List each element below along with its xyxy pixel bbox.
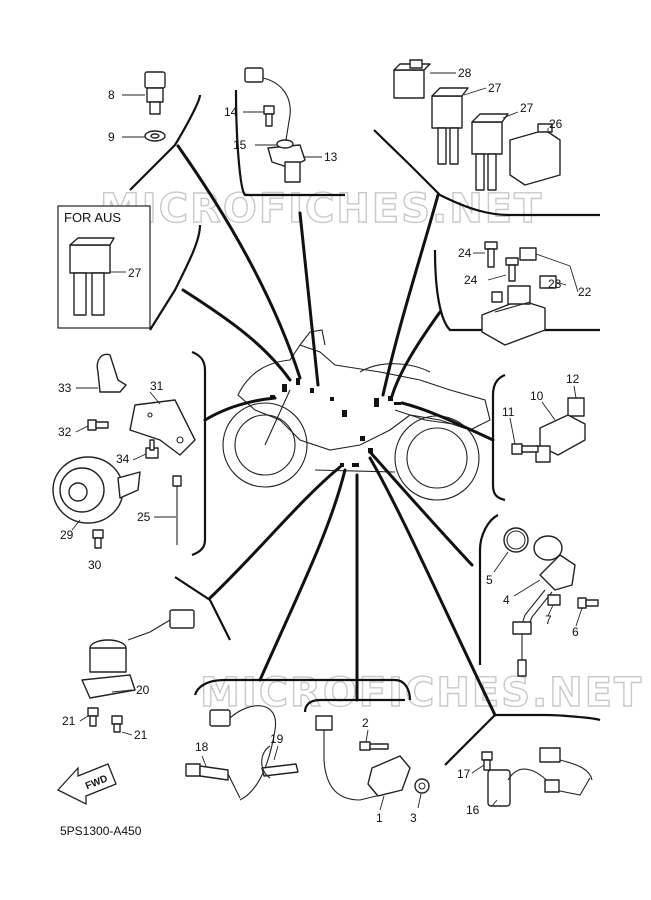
callout-lines bbox=[176, 144, 497, 717]
diagram-code: 5PS1300-A450 bbox=[60, 824, 142, 838]
label-28: 28 bbox=[458, 66, 472, 80]
label-24-b: 24 bbox=[464, 273, 478, 287]
label-26: 26 bbox=[549, 117, 563, 131]
part-25-tie bbox=[154, 475, 182, 545]
part-6-bolt bbox=[575, 597, 599, 627]
label-21-a: 21 bbox=[62, 714, 76, 728]
label-6: 6 bbox=[572, 625, 579, 639]
part-19-tie bbox=[261, 745, 299, 779]
label-18: 18 bbox=[195, 740, 209, 754]
part-2-bolt bbox=[359, 729, 389, 751]
watermark-top: MICROFICHES.NET bbox=[100, 186, 543, 232]
label-27-b: 27 bbox=[520, 101, 534, 115]
part-5-oring bbox=[493, 527, 529, 573]
vehicle-outline bbox=[222, 329, 491, 501]
label-23: 23 bbox=[548, 277, 562, 291]
label-9: 9 bbox=[108, 130, 115, 144]
label-8: 8 bbox=[108, 88, 115, 102]
label-3: 3 bbox=[410, 811, 417, 825]
label-2: 2 bbox=[362, 716, 369, 730]
label-27-a: 27 bbox=[488, 81, 502, 95]
part-23-caps bbox=[519, 247, 571, 289]
part-13-sensor bbox=[244, 67, 322, 183]
label-27-c: 27 bbox=[128, 266, 142, 280]
label-32: 32 bbox=[58, 425, 72, 439]
part-8-switch bbox=[122, 71, 166, 115]
part-10-sensor bbox=[535, 401, 586, 463]
label-33: 33 bbox=[58, 381, 72, 395]
part-14-bolt bbox=[243, 105, 275, 127]
label-5: 5 bbox=[486, 573, 493, 587]
part-28-relay bbox=[393, 59, 456, 99]
label-25: 25 bbox=[137, 510, 151, 524]
part-1-sensor bbox=[315, 715, 411, 811]
label-10: 10 bbox=[530, 389, 544, 403]
label-29: 29 bbox=[60, 528, 74, 542]
part-9-washer bbox=[122, 130, 166, 142]
label-14: 14 bbox=[224, 105, 238, 119]
part-26-relay bbox=[509, 123, 561, 186]
label-34: 34 bbox=[116, 452, 130, 466]
part-22-starter-relay bbox=[481, 265, 579, 346]
part-11-screw bbox=[509, 417, 539, 455]
label-7: 7 bbox=[545, 613, 552, 627]
label-24-a: 24 bbox=[458, 246, 472, 260]
label-17: 17 bbox=[457, 767, 471, 781]
part-16-sensor bbox=[487, 747, 593, 807]
label-12: 12 bbox=[566, 372, 580, 386]
label-31: 31 bbox=[150, 379, 164, 393]
label-13: 13 bbox=[324, 150, 338, 164]
label-1: 1 bbox=[376, 811, 383, 825]
part-34-bolt bbox=[132, 439, 159, 461]
part-18-o2-sensor bbox=[185, 705, 277, 801]
part-17-bolt bbox=[471, 751, 493, 774]
label-19: 19 bbox=[270, 732, 284, 746]
part-4-sensor-pipe bbox=[512, 535, 576, 677]
label-15: 15 bbox=[233, 138, 247, 152]
part-21-screws bbox=[79, 707, 133, 736]
part-15-oring bbox=[255, 139, 294, 149]
part-24-bolts bbox=[473, 241, 519, 282]
part-31-bracket bbox=[129, 391, 196, 456]
label-20: 20 bbox=[136, 683, 150, 697]
part-7-clamp bbox=[547, 594, 561, 617]
part-3-nut bbox=[414, 778, 430, 809]
fwd-arrow-icon: FWD bbox=[56, 763, 117, 806]
label-21-b: 21 bbox=[134, 728, 148, 742]
part-12-cover bbox=[567, 385, 585, 417]
part-30-screw bbox=[92, 529, 104, 549]
label-16: 16 bbox=[466, 803, 480, 817]
part-27-relay-a bbox=[431, 87, 487, 165]
label-22: 22 bbox=[578, 285, 592, 299]
inset-title: FOR AUS bbox=[64, 210, 121, 225]
part-32-screw bbox=[75, 419, 109, 433]
part-29-horn bbox=[52, 456, 141, 531]
group-brackets bbox=[129, 89, 601, 766]
part-27-relay-b bbox=[471, 111, 519, 191]
part-33-clamp bbox=[76, 353, 127, 393]
label-11: 11 bbox=[502, 405, 515, 419]
label-4: 4 bbox=[503, 593, 510, 607]
inset-for-aus bbox=[57, 205, 151, 329]
watermark-bottom: MICROFICHES.NET bbox=[200, 670, 643, 716]
part-20-sensor bbox=[81, 609, 195, 699]
label-30: 30 bbox=[88, 558, 102, 572]
location-markers bbox=[270, 378, 401, 467]
